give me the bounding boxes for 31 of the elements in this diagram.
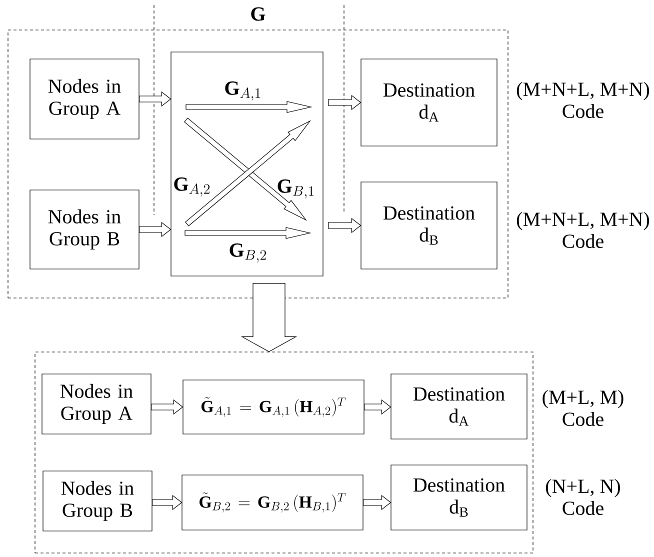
matrix-label: $\mathbf{G}_{B,1}$ (278, 179, 314, 199)
matrix-label: $\mathbf{G}_{A,2}$ (174, 177, 210, 197)
matrix-box (170, 52, 324, 276)
arrow (151, 399, 184, 415)
process-box: Nodes in Group A (30, 58, 140, 140)
arrow (328, 94, 362, 110)
arrow (240, 283, 298, 352)
arrow (328, 218, 362, 234)
code-label: (M+L, M) Code (542, 390, 624, 426)
process-box: Nodes in Group B (42, 470, 152, 532)
arrow (364, 399, 392, 415)
matrix-label: $\mathbf{G}_{B,2}$ (230, 243, 266, 263)
formula-box: $\tilde{\mathbf{G}}_{A,1} = \mathbf{G}_{A,1}\,(\mathbf{H}_{A,2})^{T}$ (182, 380, 364, 434)
destination-box: Destination d$_{A}$ (390, 374, 528, 440)
destination-box: Destination d$_{A}$ (360, 58, 498, 146)
destination-box: Destination d$_{B}$ (390, 464, 528, 530)
arrow (139, 222, 172, 238)
destination-box: Destination d$_{B}$ (360, 182, 498, 270)
arrow (363, 494, 392, 510)
dashed-group-box (8, 30, 508, 298)
code-label: (M+N+L, M+N) Code (516, 212, 649, 248)
process-box: Nodes in Group B (30, 190, 140, 270)
code-label: (N+L, N) Code (546, 478, 620, 516)
arrow (139, 91, 172, 107)
formula-box: $\tilde{\mathbf{G}}_{B,2} = \mathbf{G}_{B,2}\,(\mathbf{H}_{B,1})^{T}$ (182, 474, 364, 530)
matrix-label: $\mathbf{G}_{A,1}$ (225, 81, 260, 101)
arrow (152, 494, 182, 510)
process-box: Nodes in Group A (42, 374, 152, 434)
code-label: (M+N+L, M+N) Code (516, 82, 649, 118)
matrix-title: G (251, 7, 266, 21)
dashed-group-box (34, 352, 534, 554)
